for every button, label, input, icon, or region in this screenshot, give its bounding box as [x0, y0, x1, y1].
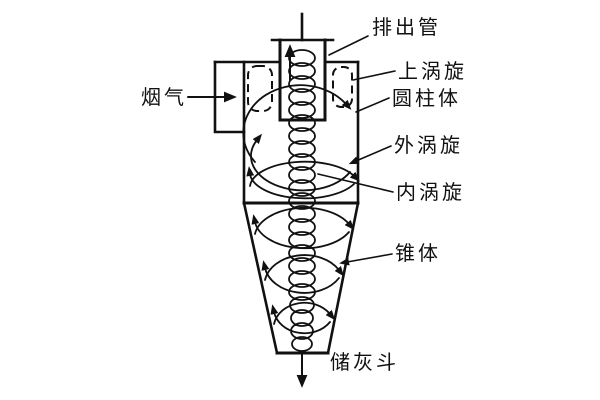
cone-left-wall: [242, 201, 279, 355]
label-outer-vortex: 外涡旋: [394, 133, 463, 157]
swirl-arc-level3-top: [254, 206, 355, 235]
vortex-swirl-arcs: [242, 84, 360, 335]
swirl-arc-level2-top: [249, 160, 360, 187]
swirl-arc-level4-bottom: [261, 260, 340, 294]
swirl-arc-cylinder-return: [250, 133, 351, 192]
swirl-arc-level4-top: [264, 254, 344, 281]
label-upper-vortex: 上涡旋: [398, 59, 467, 83]
swirl-arc-cylinder-upper: [242, 84, 352, 163]
leader-outer-vortex: [348, 145, 392, 165]
label-inner-vortex: 内涡旋: [396, 180, 465, 204]
upper-vortex-loop-left: [247, 65, 273, 112]
flow-arrows: [187, 44, 308, 388]
label-outlet-pipe: 排出管: [372, 15, 441, 39]
leader-cylinder-body: [355, 97, 390, 113]
discharge-pipe: [270, 12, 335, 122]
label-ash-hopper: 储灰斗: [330, 350, 399, 374]
label-leader-lines: [317, 35, 396, 266]
label-cone-body: 锥体: [395, 241, 441, 265]
swirl-arc-level5-top: [273, 301, 336, 325]
leader-inner-vortex: [317, 173, 394, 193]
inner-vortex-coil: [288, 49, 316, 352]
swirl-arc-level5-bottom: [270, 304, 331, 335]
swirl-arc-level3-bottom: [251, 214, 350, 250]
cone-right-wall: [326, 201, 360, 355]
swirl-arc-level2-bottom: [246, 166, 355, 200]
leader-outlet-pipe: [328, 35, 369, 56]
labels: 烟气 排出管 上涡旋 圆柱体 外涡旋 内涡旋 锥体 储灰斗: [141, 15, 467, 374]
leader-upper-vortex: [352, 70, 396, 81]
label-flue-gas: 烟气: [141, 85, 187, 109]
label-cylinder-body: 圆柱体: [392, 86, 461, 110]
discharge-pipe-walls: [278, 38, 327, 122]
inlet-duct-wall: [213, 60, 246, 134]
leader-cone-body: [339, 253, 393, 266]
